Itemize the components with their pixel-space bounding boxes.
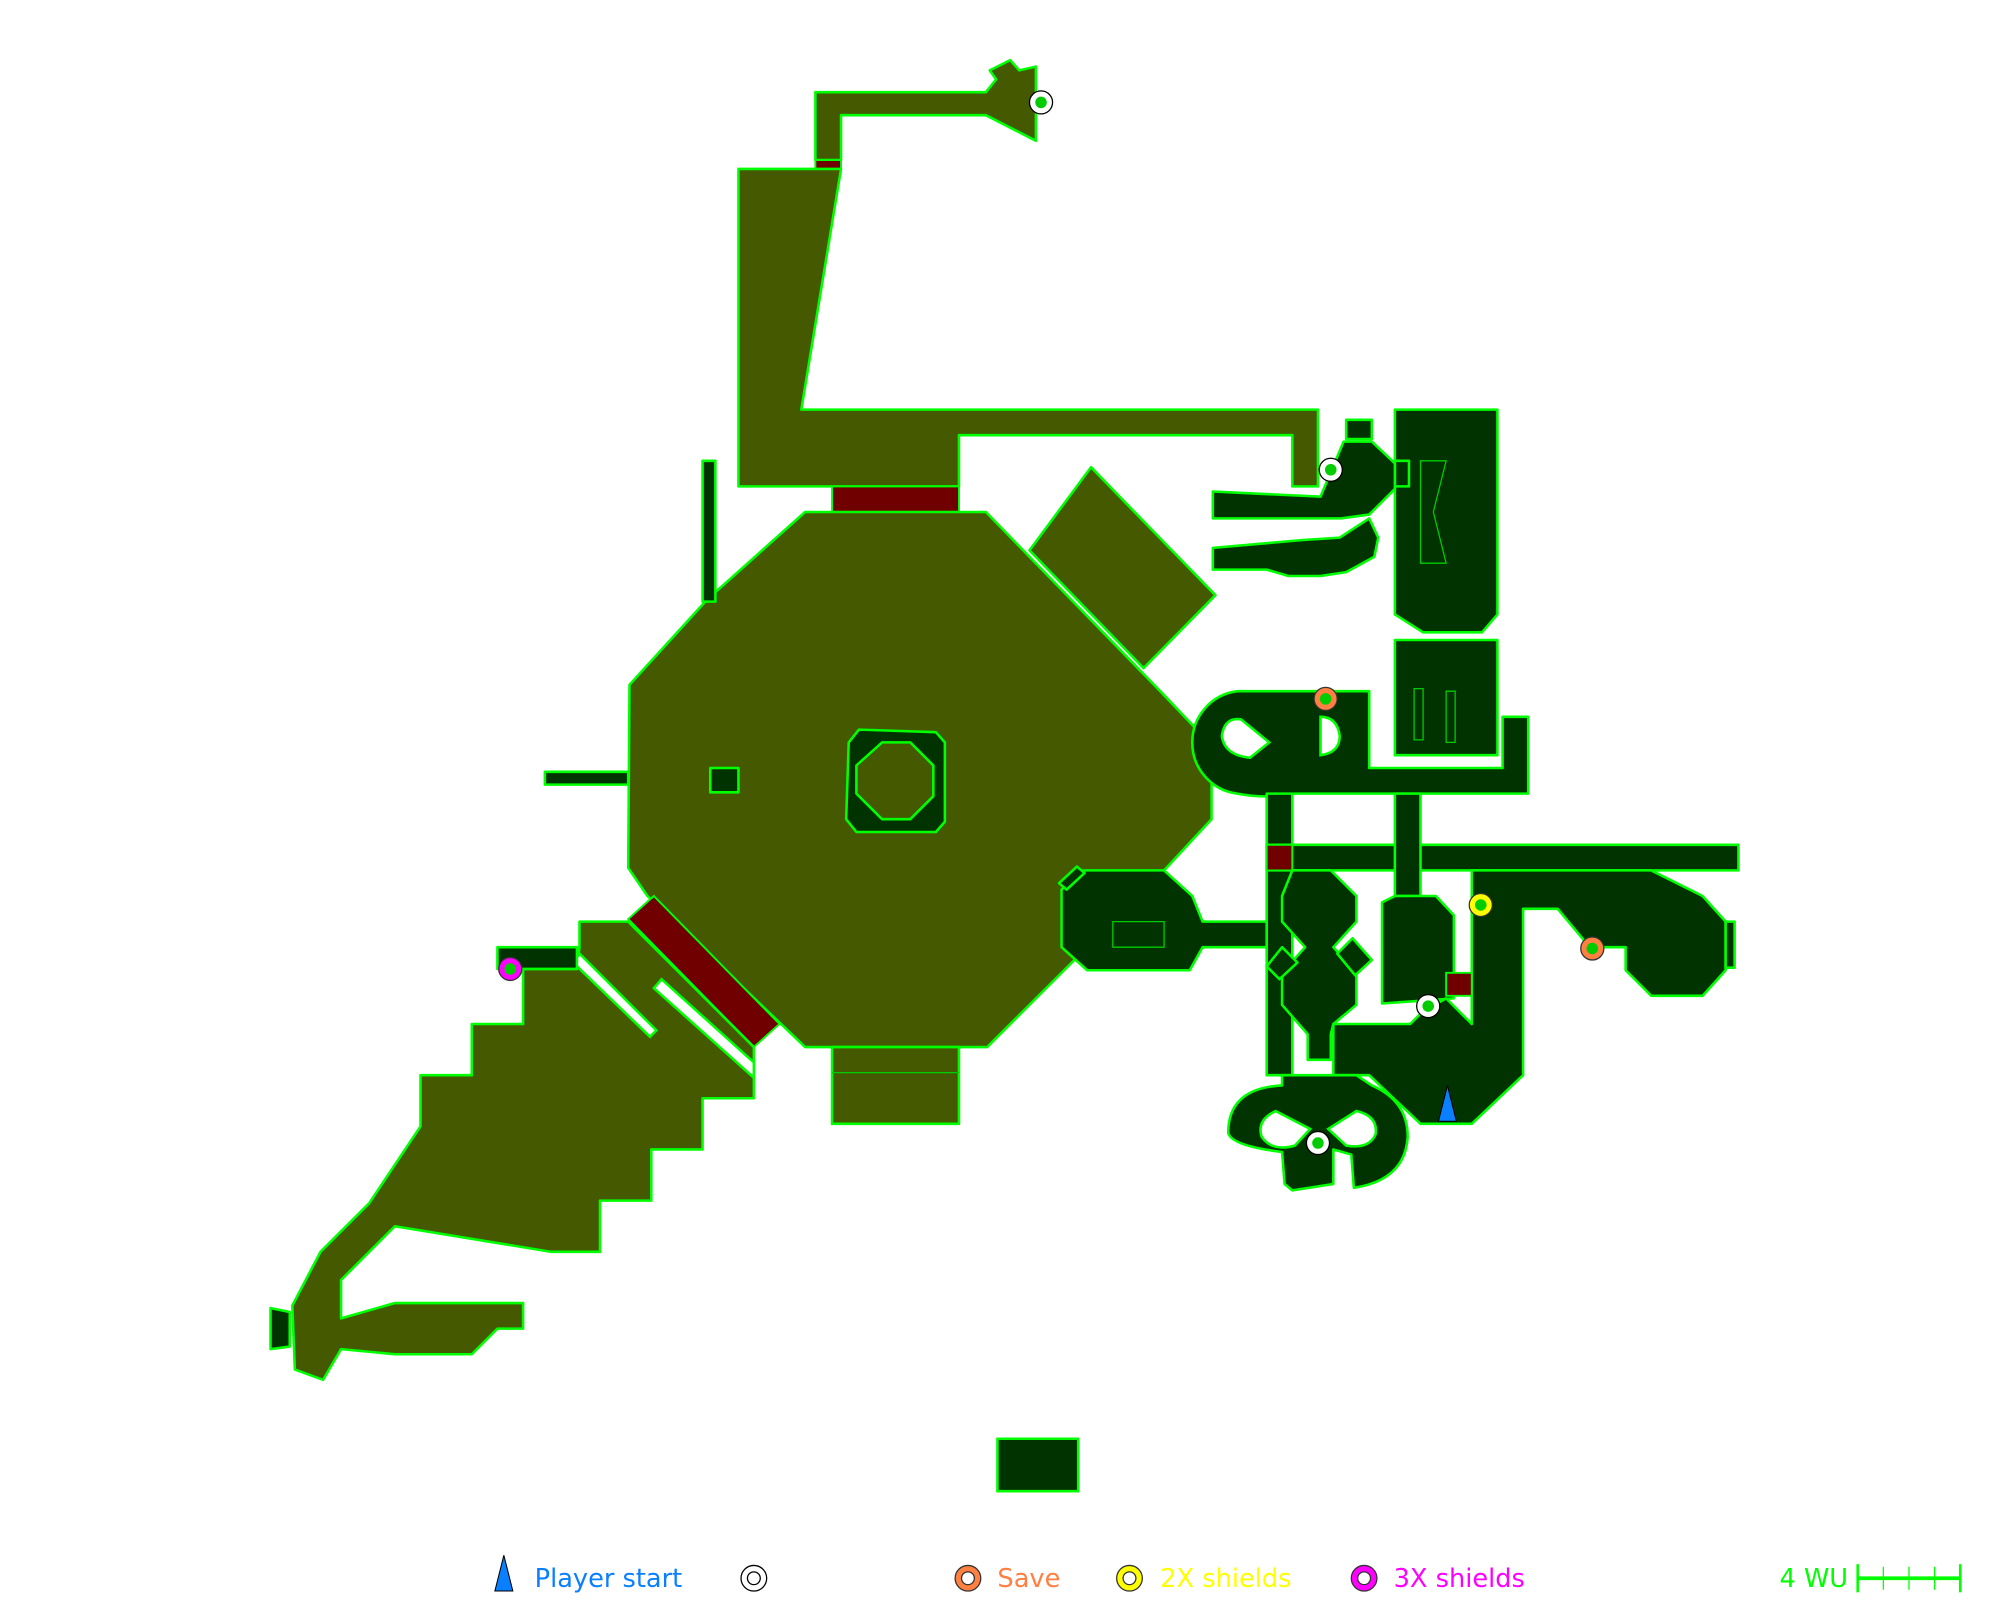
- legend-save: Save: [997, 1564, 1060, 1594]
- markers: [498, 90, 1605, 1156]
- player-start-marker: [1437, 1085, 1458, 1122]
- west-annex: [1060, 869, 1268, 972]
- legend: Player start Save 2X shields 3X shields …: [494, 1555, 1962, 1594]
- legend-shields-2x: 2X shields: [1160, 1564, 1291, 1594]
- north-south-corridor: [1265, 792, 1294, 1077]
- top-hook-area: [814, 58, 1038, 162]
- player-start-icon: [494, 1555, 514, 1592]
- scale-bar: [1856, 1564, 1962, 1593]
- central-column: [1280, 869, 1358, 1062]
- door: [814, 159, 842, 170]
- open-areas: [269, 58, 1320, 1493]
- spiral-hub: [1191, 689, 1530, 798]
- southwest-stairs: [291, 920, 756, 1382]
- sw-ledge: [269, 1306, 292, 1351]
- legend-player-start: Player start: [535, 1564, 683, 1594]
- rotated-room: [1028, 465, 1217, 670]
- center-pillar: [855, 741, 935, 821]
- slit: [652, 977, 756, 1081]
- east-tower: [1393, 408, 1499, 634]
- isolated-block: [996, 1437, 1080, 1493]
- east-west-corridor: [1265, 843, 1740, 872]
- southeast-hall: [1332, 869, 1727, 1126]
- lower-curved-corridor: [1211, 517, 1380, 578]
- west-stub: [543, 770, 630, 786]
- north-corridor: [737, 167, 1320, 488]
- north-stub: [701, 459, 717, 603]
- enclosed-areas: [1057, 408, 1740, 1192]
- south-room: [830, 1045, 961, 1126]
- inner-room: [1380, 894, 1456, 1005]
- door: [831, 485, 960, 513]
- pillar: [708, 766, 740, 794]
- legend-shields-3x: 3X shields: [1394, 1564, 1525, 1594]
- scale-label: 4 WU: [1779, 1564, 1848, 1594]
